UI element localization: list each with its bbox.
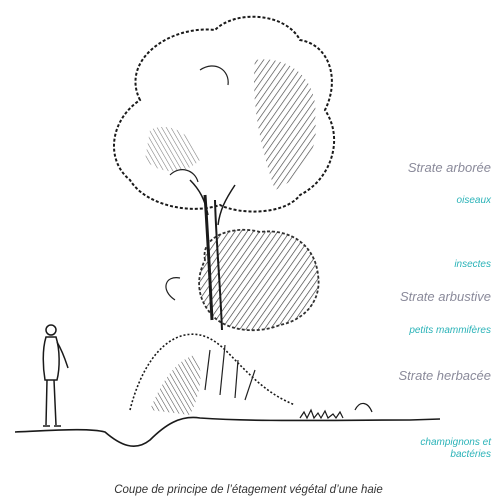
label-strate-arbustive: Strate arbustive — [400, 289, 491, 304]
label-petits-mammiferes: petits mammifères — [409, 325, 491, 336]
figure-caption: Coupe de principe de l’étagement végétal… — [0, 484, 497, 496]
label-insectes: insectes — [454, 259, 491, 270]
label-champignons-line2: bactéries — [420, 449, 491, 461]
label-strate-arboree: Strate arborée — [408, 160, 491, 175]
label-champignons: champignons et bactéries — [420, 437, 491, 461]
herbaceous-layer — [130, 334, 295, 415]
label-champignons-line1: champignons et — [420, 437, 491, 449]
label-strate-herbacee: Strate herbacée — [398, 368, 491, 383]
shrub-layer — [166, 230, 319, 330]
human-figure — [43, 325, 68, 426]
ground-line — [15, 403, 440, 446]
tree-canopy — [114, 17, 334, 212]
label-oiseaux: oiseaux — [457, 195, 491, 206]
